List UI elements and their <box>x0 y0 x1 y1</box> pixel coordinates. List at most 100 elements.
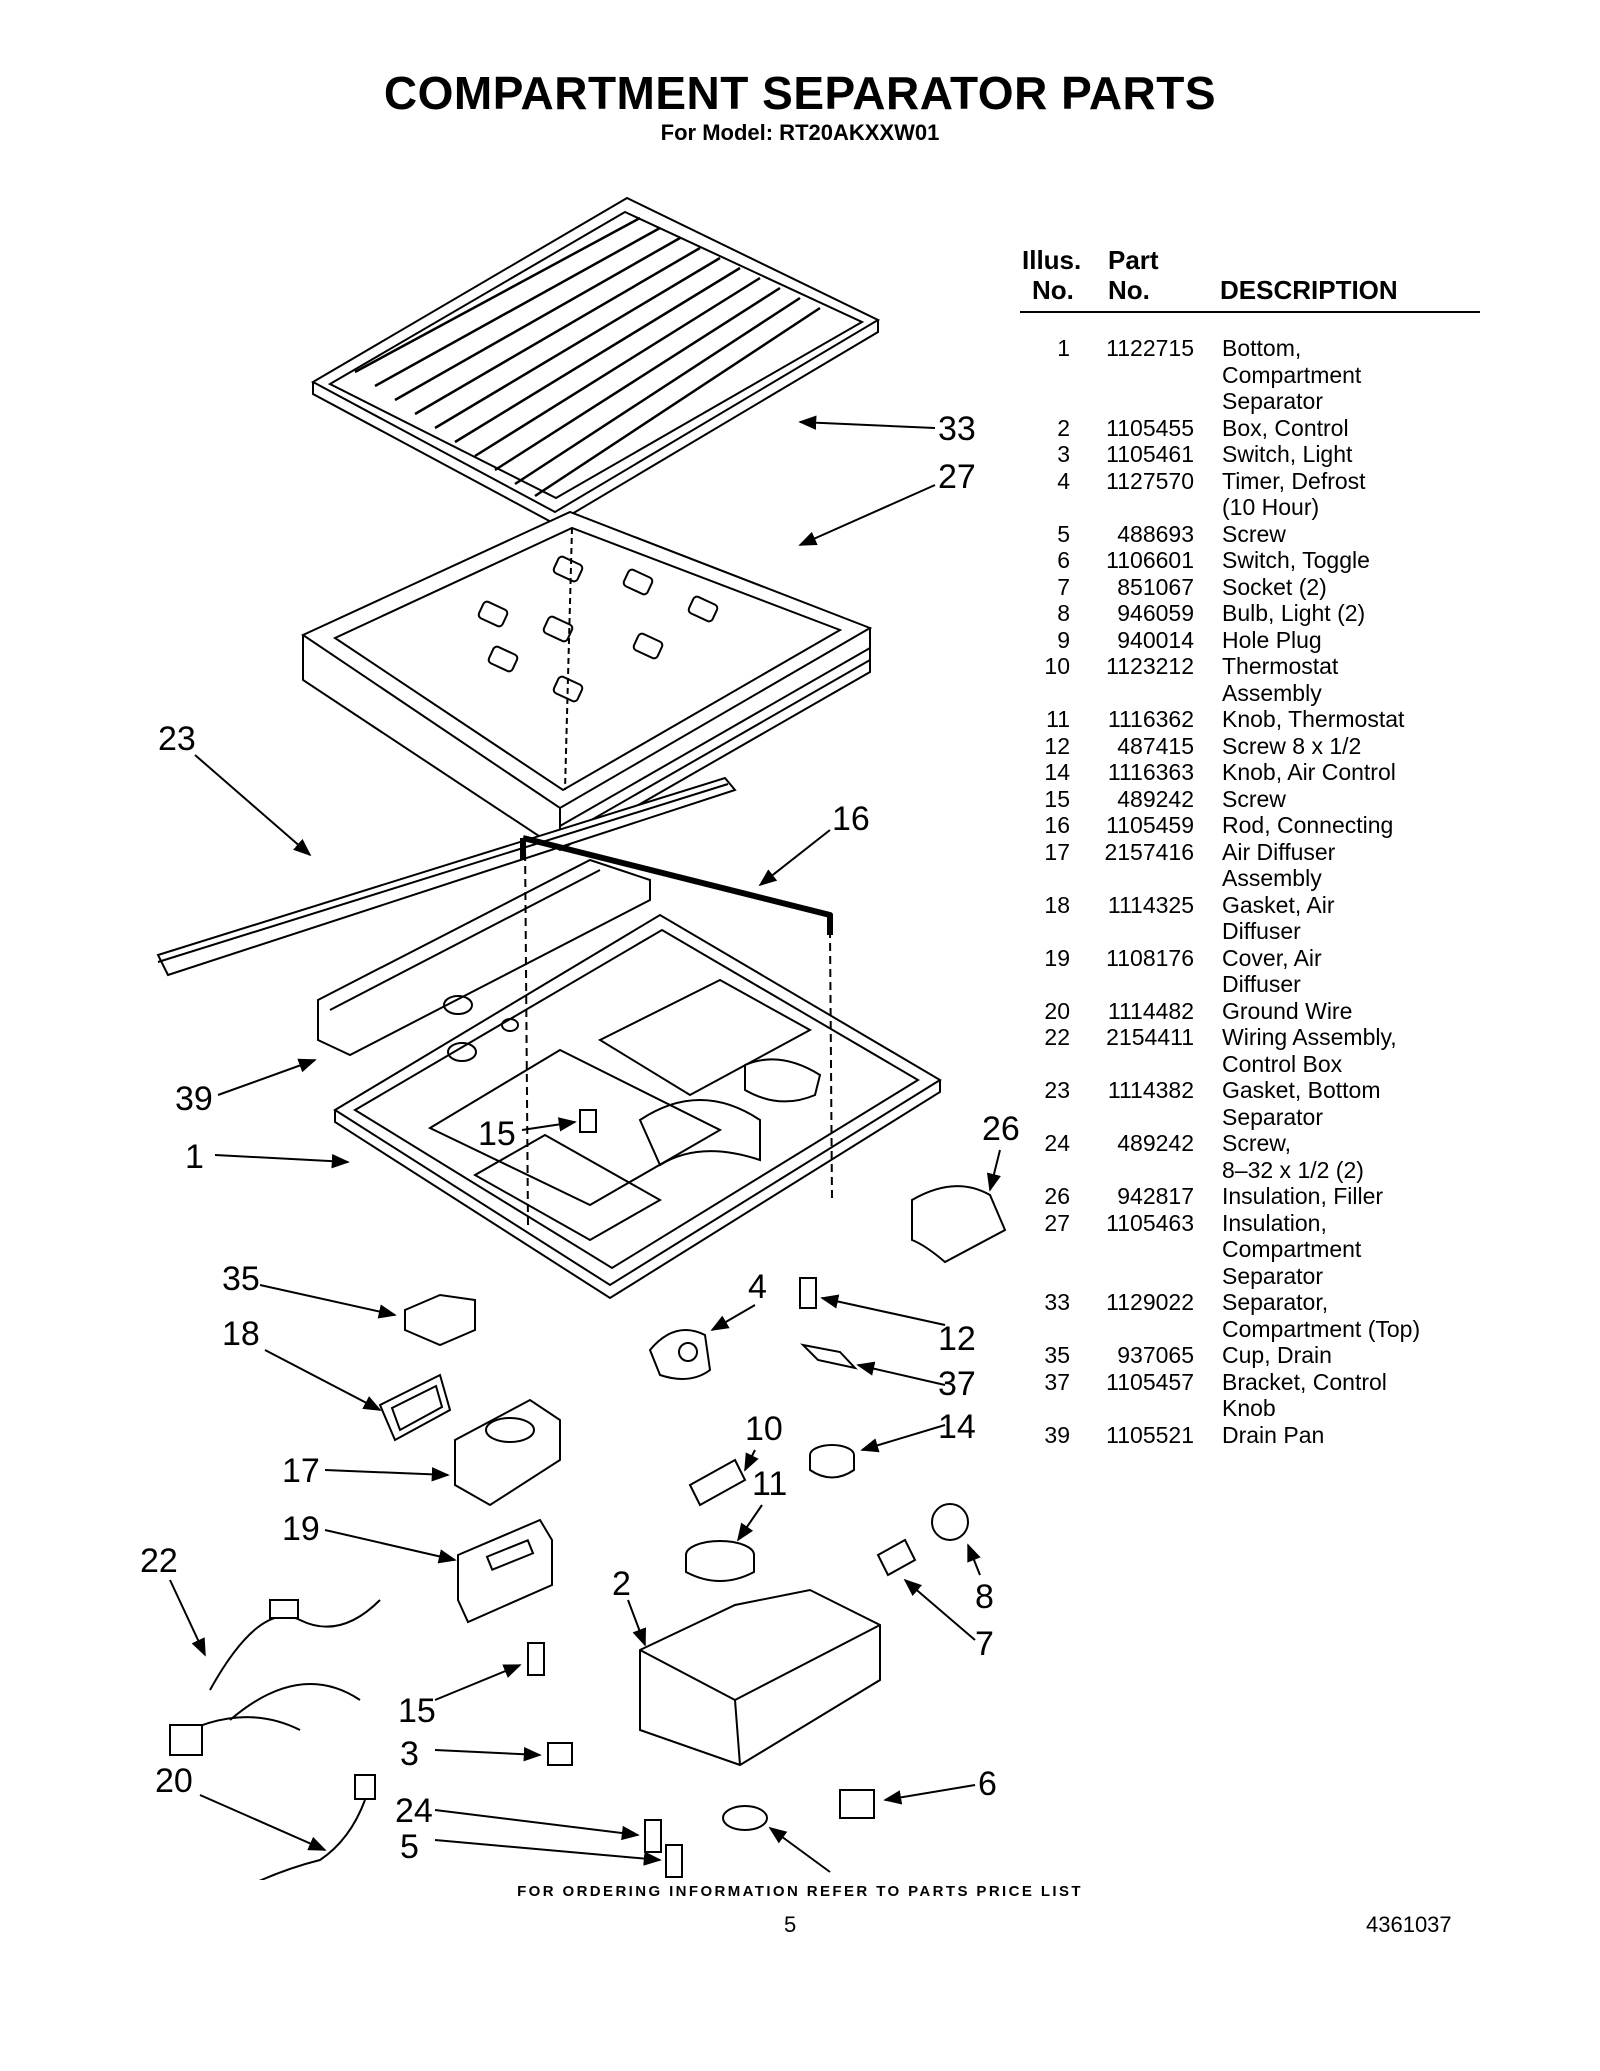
leader-33 <box>798 415 936 430</box>
callout-33: 33 <box>938 410 976 448</box>
part-description: Timer, Defrost (10 Hour) <box>1222 467 1366 521</box>
ordering-note: FOR ORDERING INFORMATION REFER TO PARTS … <box>517 1883 1083 1900</box>
page-number: 5 <box>784 1912 797 1937</box>
part-illus-number: 17 <box>1044 838 1070 865</box>
leader-24 <box>434 1809 640 1841</box>
header-description: DESCRIPTION <box>1220 275 1398 305</box>
leader-22 <box>169 1579 206 1657</box>
leader-15a <box>521 1117 577 1132</box>
leader-5 <box>434 1839 662 1866</box>
part-row: 9 940014 Hole Plug <box>1020 627 1480 654</box>
part-illus-number: 12 <box>1044 732 1070 759</box>
part-number: 851067 <box>1117 573 1194 600</box>
leader-27 <box>798 484 936 546</box>
part-number: 1123212 <box>1106 653 1194 679</box>
part-number: 1127570 <box>1106 467 1194 494</box>
part-illus-number: 18 <box>1044 891 1070 918</box>
part-description: Box, Control <box>1222 414 1349 441</box>
part-description: Bottom, Compartment Separator <box>1222 335 1362 414</box>
callout-5: 5 <box>400 1828 419 1866</box>
part-illus-number: 5 <box>1057 520 1070 547</box>
part-illus-number: 9 <box>1057 626 1070 653</box>
part-number: 946059 <box>1117 600 1194 626</box>
part-number: 940014 <box>1117 626 1194 653</box>
callout-24: 24 <box>395 1792 433 1830</box>
callout-2: 2 <box>612 1565 631 1603</box>
callout-12: 12 <box>938 1320 976 1358</box>
part-number: 1108176 <box>1106 944 1194 971</box>
callout-4: 4 <box>748 1268 767 1306</box>
part-description: Rod, Connecting <box>1222 812 1394 838</box>
part-row: 10 1123212 Thermostat Assembly <box>1020 653 1480 706</box>
part-description: Screw, 8–32 x 1/2 (2) <box>1222 1130 1364 1183</box>
leader-3 <box>434 1747 542 1762</box>
part-number: 1129022 <box>1106 1289 1194 1315</box>
leader-23 <box>194 754 312 857</box>
part-number: 2157416 <box>1104 838 1194 865</box>
part-illus-number: 14 <box>1044 759 1070 785</box>
part-illus-number: 15 <box>1044 785 1070 812</box>
part-illus-number: 8 <box>1057 600 1070 626</box>
part-description: Bulb, Light (2) <box>1222 600 1366 626</box>
callout-1: 1 <box>185 1138 204 1176</box>
part-description: Knob, Thermostat <box>1222 706 1405 732</box>
part-number: 1114482 <box>1107 997 1194 1024</box>
callout-22: 22 <box>140 1542 178 1580</box>
parts-list-header: Illus. No. Part No. DESCRIPTION <box>1020 245 1480 313</box>
callout-37: 37 <box>938 1365 976 1403</box>
callout-16: 16 <box>832 800 870 838</box>
part-description: Thermostat Assembly <box>1222 653 1339 706</box>
part-description: Air Diffuser Assembly <box>1222 838 1336 892</box>
part-illus-number: 10 <box>1044 653 1070 679</box>
part-number: 1105459 <box>1106 812 1194 838</box>
part-description: Cover, Air Diffuser <box>1222 944 1322 998</box>
leader-20 <box>199 1794 327 1851</box>
part-description: Screw <box>1222 520 1286 547</box>
part-row: 17 2157416 Air Diffuser Assembly <box>1020 839 1480 892</box>
separator-top-part <box>310 196 881 526</box>
leader-10 <box>744 1449 759 1472</box>
page-title: COMPARTMENT SEPARATOR PARTS <box>383 67 1217 119</box>
leader-9 <box>768 1826 831 1873</box>
part-illus-number: 27 <box>1044 1209 1070 1236</box>
leader-15b <box>434 1664 522 1701</box>
leader-4 <box>710 1304 756 1331</box>
callout-27: 27 <box>938 458 976 496</box>
part-row: 8 946059 Bulb, Light (2) <box>1020 600 1480 627</box>
insulation-filler-part <box>911 1185 1007 1264</box>
part-illus-number: 7 <box>1057 573 1070 600</box>
rod-connecting-part <box>522 835 833 935</box>
part-description: Hole Plug <box>1222 626 1322 653</box>
leader-26 <box>986 1149 1001 1192</box>
part-number: 1116363 <box>1107 759 1194 785</box>
part-number: 1116362 <box>1107 706 1194 732</box>
part-number: 942817 <box>1117 1183 1194 1209</box>
callout-9: 9 <box>832 1875 851 1880</box>
leader-16 <box>758 829 831 887</box>
callout-20: 20 <box>155 1762 193 1800</box>
part-description: Screw <box>1222 785 1286 812</box>
part-number: 489242 <box>1117 1130 1194 1156</box>
insulation-compartment-part <box>300 510 873 852</box>
leader-6 <box>883 1784 976 1805</box>
callout-35: 35 <box>222 1260 260 1298</box>
header-part-no: No. <box>1108 275 1150 305</box>
part-illus-number: 1 <box>1057 335 1070 361</box>
part-description: Insulation, Filler <box>1222 1183 1384 1209</box>
part-illus-number: 26 <box>1044 1183 1070 1209</box>
leader-17 <box>324 1467 450 1482</box>
leader-12 <box>820 1294 946 1326</box>
part-number: 1105455 <box>1106 414 1194 441</box>
